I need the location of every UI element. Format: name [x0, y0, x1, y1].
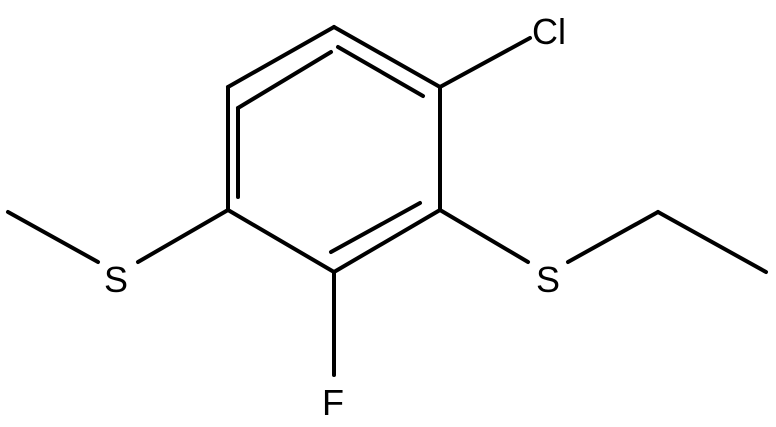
atom-label-cl: Cl [532, 11, 566, 52]
atom-label-f: F [322, 382, 344, 423]
ring-bond-bottom-right-inner [329, 201, 422, 254]
bond-ring-to-s-left [136, 208, 230, 264]
ring-bond-bottom-right [332, 208, 442, 274]
atom-label-s-right: S [536, 259, 560, 300]
bond-s-right-to-ch2 [566, 210, 660, 264]
bond-s-left-to-ch3 [6, 210, 100, 264]
ring-bond-top-inner [236, 50, 333, 110]
ring-bond-top-right-inner [336, 45, 425, 98]
benzene-ring [226, 25, 442, 274]
ring-bond-bottom-left [226, 208, 336, 274]
ring-bond-top-right [332, 25, 442, 89]
atom-label-s-left: S [104, 259, 128, 300]
ring-bond-top [226, 25, 336, 89]
bond-ring-to-s-right [438, 208, 530, 264]
bond-ring-to-cl [438, 36, 532, 89]
bond-ch2-to-ch3 [656, 210, 768, 274]
